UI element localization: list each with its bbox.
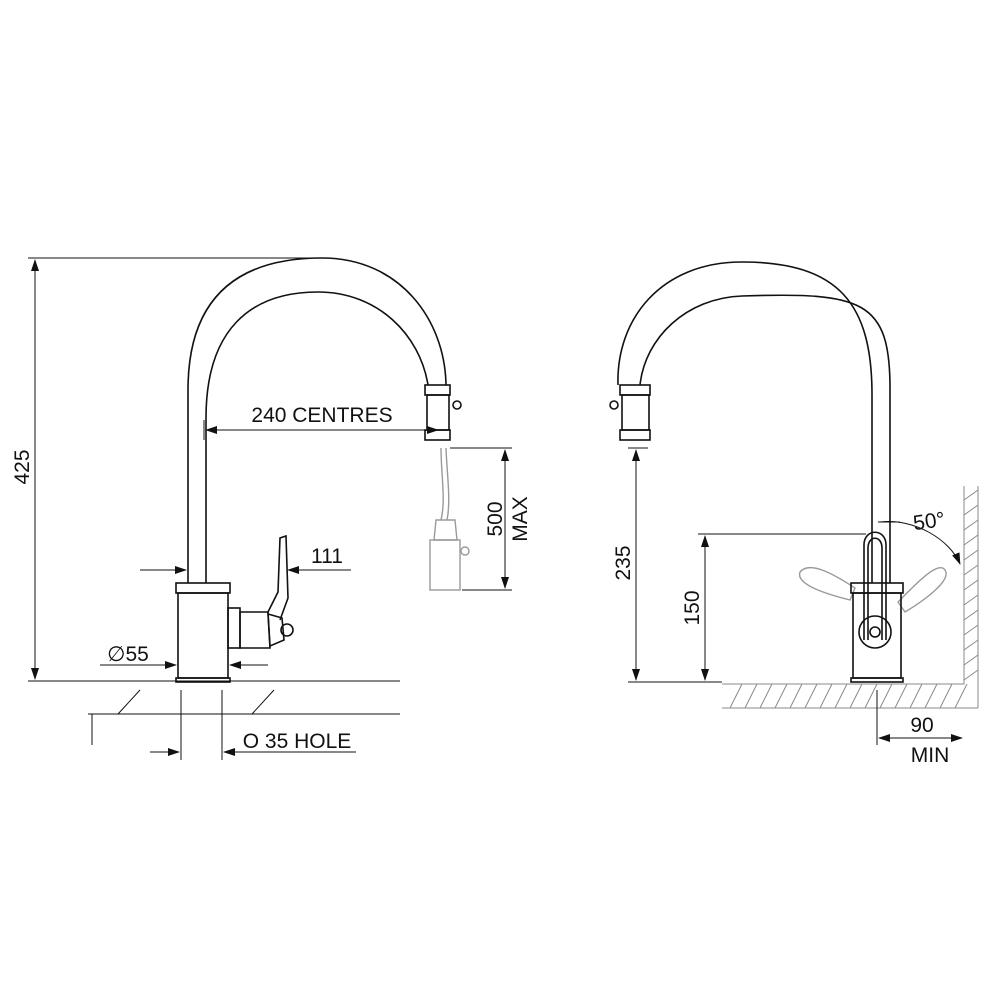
angle-dimension-50: 50°: [878, 508, 961, 565]
centres-dimension-240: 240 CENTRES: [203, 404, 439, 440]
clearance-label-value: 90: [910, 714, 933, 737]
base-diameter-dimension-55: ∅55: [100, 643, 268, 669]
handle-swing-ghost: [799, 566, 947, 613]
angle-label: 50°: [912, 508, 947, 535]
spout-height-dimension-235: 235: [612, 447, 722, 683]
pullout-label-value: 500: [484, 501, 507, 536]
handle-height-label: 150: [681, 590, 704, 625]
height-dimension-425: 425: [11, 257, 318, 682]
clearance-dimension-90: 90 MIN: [876, 690, 963, 767]
wall-and-counter: [722, 486, 979, 709]
lever-dimension-111: 111: [140, 545, 351, 574]
side-body: [850, 531, 904, 683]
front-view: 425 240 CENTRES 500 MAX 111 ∅55: [11, 257, 532, 760]
spout-height-label: 235: [612, 545, 635, 580]
base-diameter-label: ∅55: [107, 643, 149, 666]
side-spout: [609, 261, 891, 583]
pullout-spray-ghost: [429, 447, 470, 591]
lever-label: 111: [311, 545, 343, 568]
clearance-label-suffix: MIN: [911, 744, 950, 767]
pullout-label-suffix: MAX: [509, 496, 532, 542]
mounting-hole: O 35 HOLE: [88, 689, 400, 760]
front-body: [175, 534, 294, 683]
side-view: 235 150 50° 90 MIN: [609, 261, 979, 767]
centres-label: 240 CENTRES: [251, 404, 392, 427]
hole-label: O 35 HOLE: [243, 730, 352, 753]
pullout-dimension-500: 500 MAX: [450, 447, 532, 591]
handle-height-dimension-150: 150: [681, 533, 866, 681]
height-label: 425: [11, 449, 34, 484]
